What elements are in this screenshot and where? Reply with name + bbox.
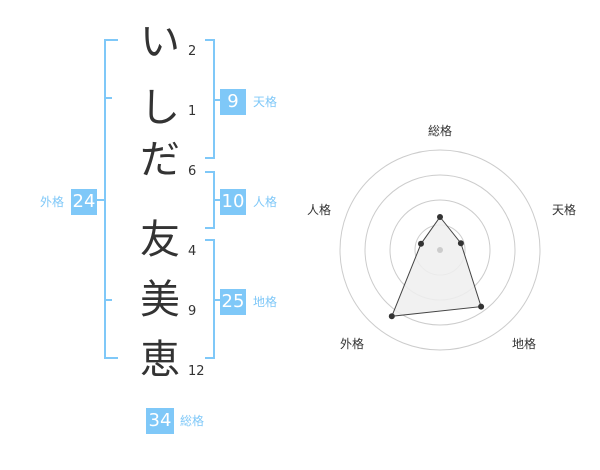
stroke-count-3: 6 bbox=[188, 164, 197, 179]
stroke-count-4: 4 bbox=[188, 244, 197, 259]
chikaku-label: 地格 bbox=[253, 295, 278, 309]
name-char-5: 美 bbox=[140, 277, 180, 323]
gaikaku-label: 外格 bbox=[40, 195, 65, 209]
name-char-3: だ bbox=[140, 137, 180, 183]
stroke-count-6: 12 bbox=[188, 364, 205, 379]
name-char-4: 友 bbox=[140, 217, 180, 263]
stroke-count-2: 1 bbox=[188, 104, 197, 119]
radar-point-chikaku bbox=[478, 303, 485, 310]
radar-value-area bbox=[391, 216, 482, 317]
name-char-2: し bbox=[140, 85, 180, 131]
radar-label-gaikaku: 外格 bbox=[340, 337, 365, 351]
name-char-1: い bbox=[140, 19, 180, 65]
chikaku-value: 25 bbox=[220, 289, 246, 315]
soukaku-label: 総格 bbox=[180, 414, 205, 428]
radar-center-dot bbox=[437, 247, 443, 253]
tenkaku-value: 9 bbox=[220, 89, 246, 115]
radar-label-soukaku: 総格 bbox=[428, 124, 453, 138]
jinkaku-value: 10 bbox=[220, 189, 246, 215]
radar-label-tenkaku: 天格 bbox=[552, 203, 577, 217]
soukaku-value: 34 bbox=[146, 408, 174, 434]
radar-label-jinkaku: 人格 bbox=[307, 203, 332, 217]
stroke-count-5: 9 bbox=[188, 304, 197, 319]
radar-grid-ring-3 bbox=[364, 174, 516, 326]
tenkaku-label: 天格 bbox=[253, 95, 278, 109]
radar-point-gaikaku bbox=[388, 313, 395, 320]
jinkaku-label: 人格 bbox=[253, 195, 278, 209]
radar-grid-ring-4 bbox=[339, 149, 541, 351]
name-char-6: 恵 bbox=[140, 337, 180, 383]
gaikaku-value: 24 bbox=[71, 189, 97, 215]
stroke-count-1: 2 bbox=[188, 44, 197, 59]
radar-point-tenkaku bbox=[457, 240, 464, 247]
radar-label-chikaku: 地格 bbox=[512, 337, 537, 351]
radar-point-soukaku bbox=[437, 214, 443, 220]
radar-point-jinkaku bbox=[418, 240, 424, 247]
